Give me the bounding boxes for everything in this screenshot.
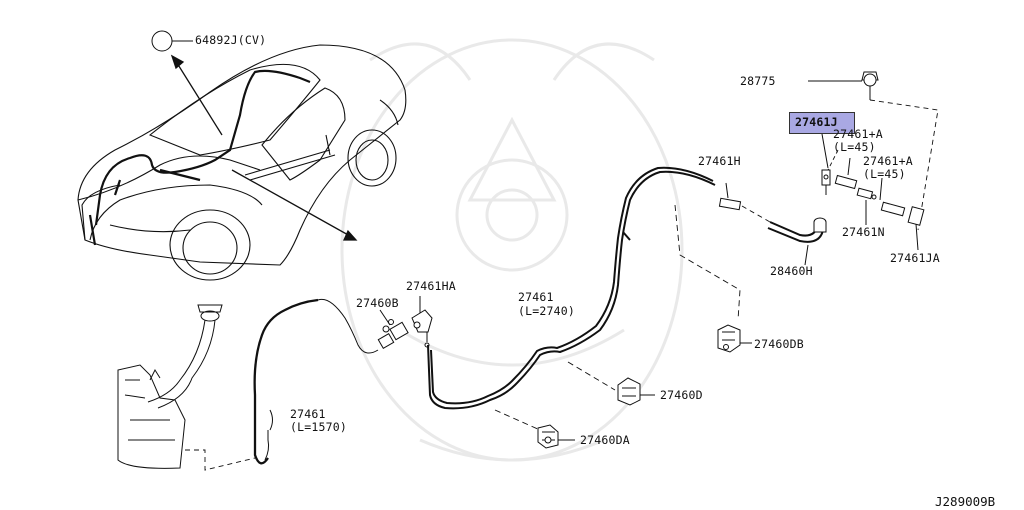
label-28775[interactable]: 28775	[740, 74, 776, 88]
connector-27461h	[718, 182, 742, 211]
clip-27460d	[617, 377, 641, 406]
joint-27461j	[821, 133, 831, 195]
joint-27461ja	[907, 206, 925, 251]
label-27461ha[interactable]: 27461HA	[406, 279, 456, 293]
label-27461a-2-length: (L=45)	[863, 167, 906, 181]
label-27461a-1[interactable]: 27461+A	[833, 127, 883, 141]
car-washer-hose-routing	[88, 69, 311, 246]
car-body-illustration	[77, 44, 407, 281]
label-27460b[interactable]: 27460B	[356, 296, 399, 310]
label-27461j[interactable]: 27461J	[795, 115, 838, 129]
label-64892j[interactable]: 64892J(CV)	[195, 33, 267, 47]
hose-27461a-1	[834, 174, 858, 190]
check-valve-28775	[808, 71, 879, 100]
diagram-reference-code: J289009B	[935, 494, 996, 509]
connector-27461ha	[411, 296, 433, 348]
label-27461n[interactable]: 27461N	[842, 225, 885, 239]
hose-27461a-2	[880, 201, 906, 217]
label-27460da[interactable]: 27460DA	[580, 433, 630, 447]
label-27461h[interactable]: 27461H	[698, 154, 741, 168]
connector-27460b	[377, 309, 409, 350]
label-28460h[interactable]: 28460H	[770, 264, 813, 278]
label-27461-1570-length: (L=1570)	[290, 420, 347, 434]
label-27461a-1-length: (L=45)	[833, 140, 876, 154]
hose-27461-2740	[427, 166, 716, 410]
label-27460db[interactable]: 27460DB	[754, 337, 804, 351]
car-detail-arrows	[170, 54, 358, 241]
label-27461-2740[interactable]: 27461	[518, 290, 554, 304]
clip-leader-lines	[494, 204, 741, 431]
clip-27460da	[537, 424, 559, 449]
clip-27460db	[717, 324, 741, 353]
washer-tank-illustration	[117, 304, 223, 469]
label-27461ja[interactable]: 27461JA	[890, 251, 940, 265]
connector-27461n	[856, 187, 877, 225]
label-27461-1570[interactable]: 27461	[290, 407, 326, 421]
label-27461-2740-length: (L=2740)	[518, 304, 575, 318]
highlighted-part-box	[789, 112, 855, 134]
label-27461a-2[interactable]: 27461+A	[863, 154, 913, 168]
hose-27461-1570	[253, 298, 319, 465]
label-27460d[interactable]: 27460D	[660, 388, 703, 402]
grommet-icon	[151, 30, 173, 52]
